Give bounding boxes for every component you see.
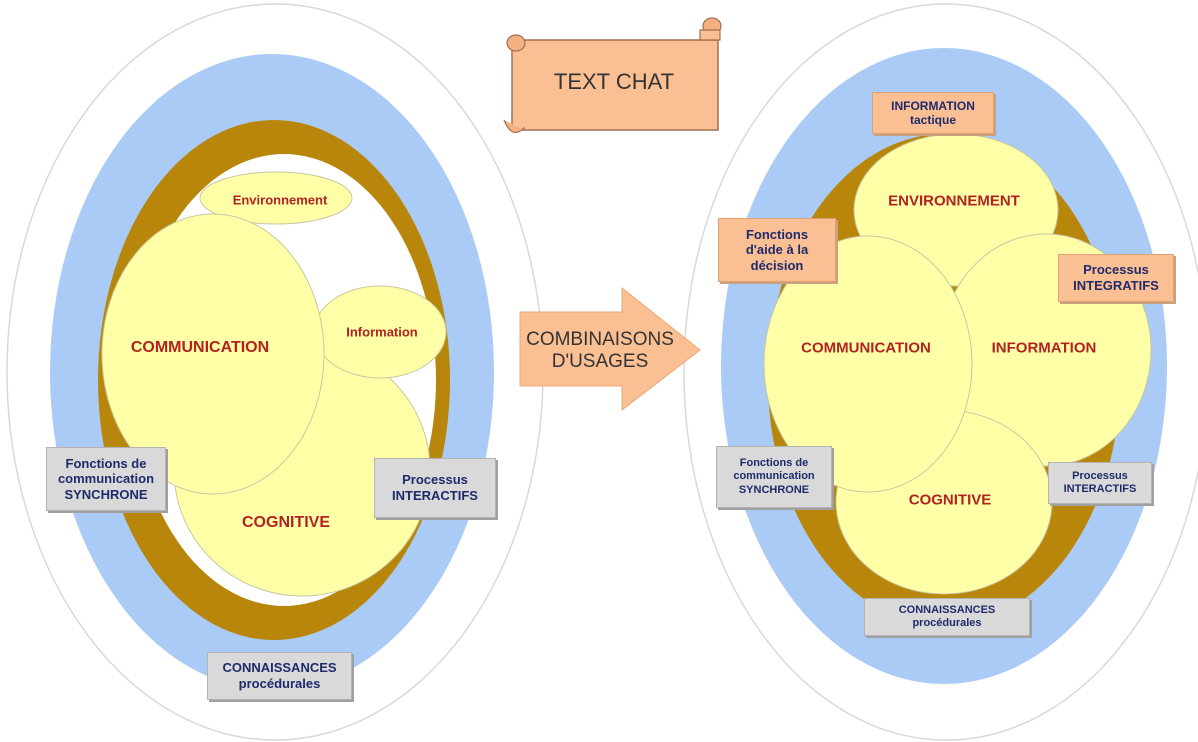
arrow-label: COMBINAISONS D'USAGES [526,329,674,373]
left-information-label: Information [346,324,418,340]
right-aide-decision-line3: décision [750,257,804,273]
right-communication-ellipse [763,235,973,493]
left-environnement-label: Environnement [232,192,328,208]
right-integratifs-box: Processus INTEGRATIFS [1058,254,1174,302]
right-processus-line2: INTERACTIFS [1063,483,1137,495]
scroll-title: TEXT CHAT [553,69,675,94]
right-environnement-label: ENVIRONNEMENT [888,192,1020,210]
left-communication-label: COMMUNICATION [130,339,270,356]
right-aide-decision-line1: Fonctions [745,226,809,242]
left-processus-box: Processus INTERACTIFS [374,458,496,518]
right-aide-decision-line2: d'aide à la [745,242,809,258]
right-fonctions-box: Fonctions de communication SYNCHRONE [716,446,832,508]
right-connaissances-box: CONNAISSANCES procédurales [864,598,1030,636]
right-info-tactique-line1: INFORMATION [891,98,975,113]
left-fonctions-line1: Fonctions de [65,455,147,471]
left-fonctions-line3: SYNCHRONE [64,486,148,502]
right-processus-line1: Processus [1072,469,1128,482]
left-processus-line2: INTERACTIFS [392,488,478,503]
right-fonctions-line3: SYNCHRONE [738,483,810,496]
right-aide-decision-box: Fonctions d'aide à la décision [718,218,836,282]
left-connaissances-box: CONNAISSANCES procédurales [207,652,352,700]
arrow-label-line1: COMBINAISONS [526,329,674,351]
right-connaissances-line1: CONNAISSANCES [898,603,996,616]
right-processus-box: Processus INTERACTIFS [1048,462,1152,504]
left-environnement-ellipse [199,171,353,225]
right-information-label: INFORMATION [991,339,1097,357]
right-fonctions-line1: Fonctions de [739,457,809,470]
text-chat-scroll [503,17,722,134]
right-integratifs-line1: Processus [1083,262,1149,278]
right-integratifs-line2: INTEGRATIFS [1073,278,1159,293]
arrow-label-line2: D'USAGES [551,351,649,372]
left-communication-ellipse [101,213,325,495]
right-connaissances-line2: procédurales [912,617,982,629]
combinaisons-arrow [519,286,701,412]
left-connaissances-line1: CONNAISSANCES [222,660,337,676]
right-cognitive-label: COGNITIVE [908,491,992,509]
left-processus-line1: Processus [402,472,468,488]
left-cognitive-label: COGNITIVE [241,514,331,531]
right-communication-label: COMMUNICATION [801,339,931,357]
right-fonctions-line2: communication [733,470,815,483]
left-fonctions-line2: communication [57,471,155,487]
right-info-tactique-line2: tactique [909,113,956,127]
right-info-tactique-box: INFORMATION tactique [872,92,994,134]
left-fonctions-box: Fonctions de communication SYNCHRONE [46,447,166,511]
left-connaissances-line2: procédurales [238,676,321,691]
